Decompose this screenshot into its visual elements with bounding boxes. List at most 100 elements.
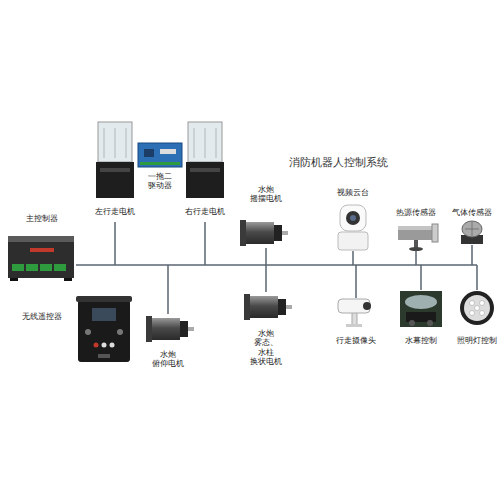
bus-wire-part bbox=[167, 265, 169, 314]
right-drive-motor bbox=[186, 122, 224, 198]
component-label: 水炮 摇摆电机 bbox=[250, 185, 282, 204]
light-lamp-part bbox=[460, 291, 494, 325]
component-label: 水幕控制 bbox=[405, 336, 437, 345]
driver-board-part bbox=[138, 143, 182, 167]
left-drive-motor-part bbox=[96, 162, 134, 198]
water-curtain-photo bbox=[400, 291, 442, 327]
component-label: 气体传感器 bbox=[452, 208, 492, 217]
heat-sensor-part bbox=[414, 240, 418, 248]
main-controller-part bbox=[26, 264, 38, 271]
cannon-spray-motor bbox=[244, 294, 292, 320]
wireless-remote-part bbox=[94, 343, 99, 348]
left-drive-motor-part bbox=[104, 128, 105, 158]
wireless-remote-part bbox=[76, 296, 132, 302]
light-lamp bbox=[460, 291, 494, 325]
bullet-camera-part bbox=[363, 302, 371, 310]
light-lamp-part bbox=[464, 295, 490, 321]
gas-sensor bbox=[461, 221, 483, 244]
left-drive-motor bbox=[96, 122, 134, 198]
wireless-remote-part bbox=[85, 329, 91, 335]
right-drive-motor-part bbox=[194, 128, 195, 158]
main-controller-part bbox=[10, 278, 18, 281]
component-label: 水炮 雾态、水柱 换状电机 bbox=[250, 329, 282, 367]
cannon-pitch-motor bbox=[146, 316, 194, 342]
bus-wire-part bbox=[420, 265, 422, 290]
diagram-title: 消防机器人控制系统 bbox=[289, 156, 388, 170]
component-label: 一拖二 驱动器 bbox=[148, 172, 172, 191]
driver-board-part bbox=[160, 149, 176, 154]
right-drive-motor-part bbox=[190, 168, 220, 172]
light-lamp-part bbox=[480, 311, 485, 316]
wireless-remote-part bbox=[117, 329, 123, 335]
water-curtain-photo-part bbox=[427, 320, 433, 326]
bullet-camera-part bbox=[352, 312, 357, 326]
left-drive-motor-part bbox=[98, 122, 132, 162]
left-drive-motor-part bbox=[126, 128, 127, 158]
water-curtain-photo-part bbox=[405, 295, 437, 309]
bus-wire-part bbox=[204, 222, 206, 265]
driver-board-part bbox=[144, 149, 154, 157]
cannon-swing-motor bbox=[240, 220, 288, 246]
main-controller-part bbox=[8, 236, 74, 242]
heat-sensor-part bbox=[398, 226, 432, 230]
component-label: 照明灯控制 bbox=[457, 336, 497, 345]
bus-wire-part bbox=[265, 265, 267, 292]
light-lamp-part bbox=[470, 311, 475, 316]
gas-sensor-part bbox=[472, 222, 473, 236]
driver-board bbox=[138, 143, 182, 167]
right-drive-motor-part bbox=[216, 128, 217, 158]
heat-sensor bbox=[398, 224, 438, 251]
bus-wire-part bbox=[471, 245, 473, 265]
driver-board-part bbox=[140, 162, 180, 165]
ptz-camera-part bbox=[340, 205, 366, 231]
wireless-remote-part bbox=[98, 354, 110, 358]
wireless-remote-part bbox=[92, 308, 116, 321]
gas-sensor-part bbox=[462, 221, 482, 237]
component-label: 热源传感器 bbox=[396, 208, 436, 217]
component-label: 行走摄像头 bbox=[336, 336, 376, 345]
left-drive-motor-part bbox=[115, 128, 116, 158]
bus-wire-part bbox=[415, 250, 417, 265]
main-controller-part bbox=[54, 264, 66, 271]
bus-wire-part bbox=[265, 248, 267, 265]
ptz-camera-part bbox=[350, 215, 356, 221]
main-controller-part bbox=[30, 248, 54, 252]
bullet-camera bbox=[338, 299, 371, 327]
main-controller-part bbox=[12, 264, 24, 271]
heat-sensor-part bbox=[409, 247, 423, 251]
component-label: 主控制器 bbox=[26, 214, 58, 223]
wireless-remote-part bbox=[78, 300, 130, 362]
component-label: 右行走电机 bbox=[185, 207, 225, 216]
main-controller-part bbox=[40, 264, 52, 271]
water-curtain-photo-part bbox=[409, 320, 415, 326]
bullet-camera-part bbox=[338, 299, 370, 313]
ptz-camera bbox=[338, 205, 368, 250]
bus-wire-part bbox=[352, 251, 354, 265]
main-controller bbox=[8, 236, 74, 281]
main-controller-part bbox=[64, 278, 72, 281]
component-label: 水炮 俯仰电机 bbox=[152, 350, 184, 369]
bus-wire-part bbox=[476, 265, 478, 290]
heat-sensor-part bbox=[432, 224, 438, 242]
water-curtain-photo-part bbox=[400, 291, 442, 327]
light-lamp-part bbox=[480, 301, 485, 306]
light-lamp-part bbox=[470, 301, 475, 306]
component-label: 无线遥控器 bbox=[22, 312, 62, 321]
bullet-camera-part bbox=[346, 324, 362, 327]
right-drive-motor-part bbox=[205, 128, 206, 158]
wireless-remote-part bbox=[102, 343, 107, 348]
left-drive-motor-part bbox=[100, 168, 130, 172]
heat-sensor-part bbox=[398, 226, 432, 240]
ptz-camera-part bbox=[338, 232, 368, 250]
ptz-camera-part bbox=[346, 211, 360, 225]
wireless-remote-part bbox=[110, 343, 115, 348]
light-lamp-part bbox=[475, 306, 480, 311]
bus-wire-part bbox=[114, 222, 116, 265]
right-drive-motor-part bbox=[188, 122, 222, 162]
right-drive-motor-part bbox=[186, 162, 224, 198]
wireless-remote bbox=[76, 296, 132, 362]
bus-wire-part bbox=[355, 265, 357, 298]
bus-wire-part bbox=[76, 264, 477, 266]
